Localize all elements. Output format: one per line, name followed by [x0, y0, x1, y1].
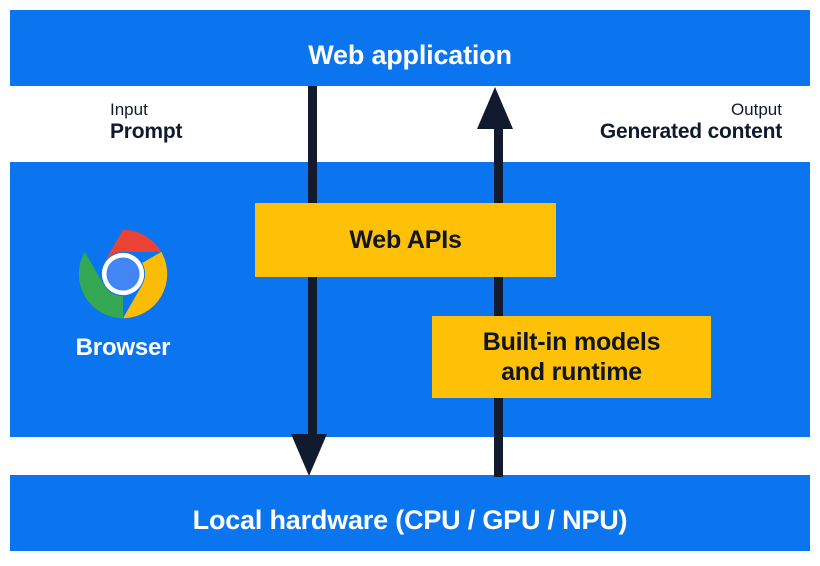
web-apis-box: Web APIs — [255, 203, 556, 277]
web-application-label: Web application — [308, 40, 512, 70]
input-arrow-head-down-icon — [291, 434, 327, 476]
local-hardware-label: Local hardware (CPU / GPU / NPU) — [192, 505, 628, 535]
web-application-band: Web application — [10, 10, 810, 86]
chrome-logo-icon — [78, 229, 168, 319]
browser-group: Browser — [48, 228, 198, 362]
built-in-models-label-line1: Built-in models — [482, 328, 661, 356]
built-in-models-box: Built-in models and runtime — [432, 316, 711, 398]
local-hardware-band: Local hardware (CPU / GPU / NPU) — [10, 475, 810, 551]
built-in-models-label-line2: and runtime — [501, 358, 642, 386]
output-flow-label: Output Generated content — [600, 100, 782, 145]
input-value: Prompt — [110, 120, 183, 144]
output-arrow-shaft — [494, 122, 503, 477]
input-flow-label: Input Prompt — [110, 100, 183, 145]
built-in-models-label: Built-in models and runtime — [483, 327, 661, 387]
output-arrow-head-up-icon — [477, 87, 513, 129]
web-apis-label: Web APIs — [349, 225, 462, 254]
output-kind: Output — [730, 100, 782, 119]
output-value: Generated content — [599, 120, 782, 144]
input-kind: Input — [110, 100, 148, 119]
browser-label: Browser — [75, 334, 171, 361]
